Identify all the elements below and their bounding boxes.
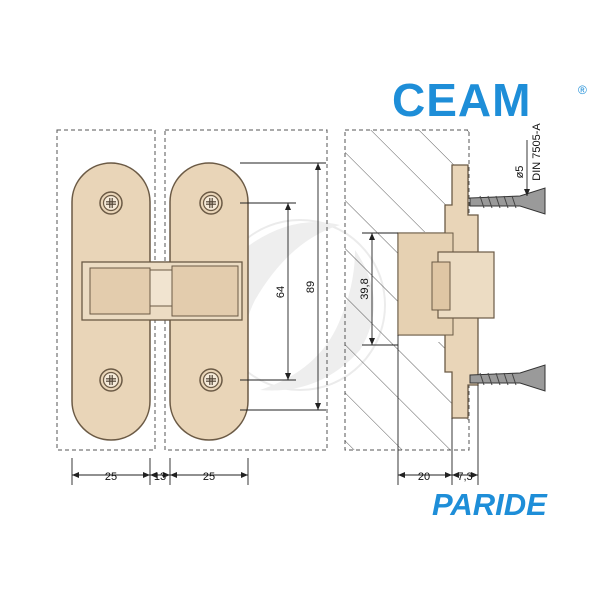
screw-bottom-right-icon <box>199 368 223 392</box>
dimension-labels: 25 13 25 64 89 39,8 20 7,3 ø5 DIN 7505-A <box>105 123 543 483</box>
dimension-arrows <box>72 163 530 478</box>
screw-diameter-label: ø5 <box>514 166 526 179</box>
side-screws <box>469 187 546 392</box>
screw-standard-label: DIN 7505-A <box>531 123 543 181</box>
hinge-arm-center-block <box>149 269 173 307</box>
ceam-logo: CEAM ® <box>392 74 587 126</box>
paride-logo-text: PARIDE <box>432 487 548 522</box>
dim-height-outer: 89 <box>305 281 317 293</box>
paride-logo: PARIDE <box>432 487 548 522</box>
door-right-outline <box>164 129 328 451</box>
door-left-outline <box>56 129 156 451</box>
dim-side-width-a: 20 <box>418 471 430 483</box>
hinge-side-view <box>397 164 495 419</box>
dim-gap: 13 <box>154 471 166 483</box>
registered-mark: ® <box>578 83 587 97</box>
hinge-arm-left-block <box>89 267 151 315</box>
hinge-arm-right-block <box>171 265 239 317</box>
screw-top-icon <box>469 187 546 215</box>
dim-side-width-b: 7,3 <box>457 471 472 483</box>
hinge-front-view <box>71 162 249 441</box>
dim-width-right: 25 <box>203 471 215 483</box>
dimension-lines <box>71 140 528 485</box>
dim-side-depth: 39,8 <box>359 278 371 299</box>
dim-height-inner: 64 <box>275 286 287 298</box>
screw-bottom-icon <box>469 364 546 392</box>
screw-top-left-icon <box>99 191 123 215</box>
screw-top-right-icon <box>199 191 223 215</box>
dim-width-left: 25 <box>105 471 117 483</box>
screw-bottom-left-icon <box>99 368 123 392</box>
ceam-logo-text: CEAM <box>392 74 531 126</box>
